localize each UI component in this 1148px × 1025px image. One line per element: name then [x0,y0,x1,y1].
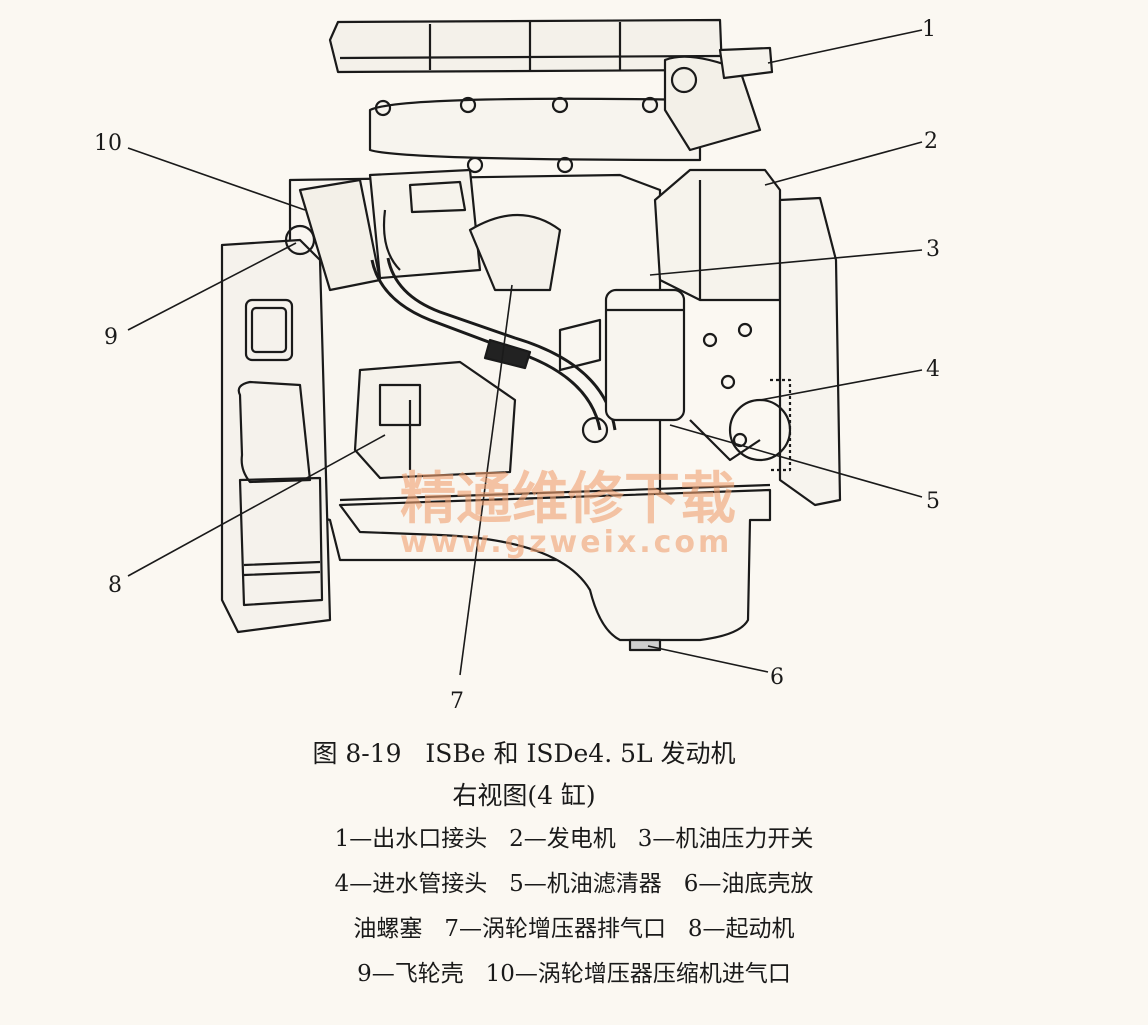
engine-drawing [220,18,842,652]
leader-line-9 [127,242,297,331]
callout-5: 5 [926,489,940,514]
leader-line-7 [459,284,513,676]
watermark: 精通维修下载 www.gzweix.com [400,467,736,560]
leader-line-5 [669,424,923,498]
callout-6: 6 [770,665,784,690]
legend: 1—出水口接头 2—发电机 3—机油压力开关 4—进水管接头 5—机油滤清器 6… [0,817,1148,997]
leader-line-6 [647,645,769,673]
callout-10: 10 [94,131,122,156]
leader-line-8 [127,434,386,577]
legend-line-3: 油螺塞 7—涡轮增压器排气口 8—起动机 [353,916,795,942]
callouts: 1 2 3 4 5 6 7 8 9 10 [94,17,940,714]
caption-title-line-2: 右视图(4 缸) [452,781,596,810]
callout-3: 3 [926,237,940,262]
legend-line-1: 1—出水口接头 2—发电机 3—机油压力开关 [334,826,814,852]
leader-line-3 [649,249,923,276]
figure-caption: 图 8-19 ISBe 和 ISDe4. 5L 发动机 右视图(4 缸) 1—出… [0,733,1148,997]
watermark-url: www.gzweix.com [400,525,732,560]
legend-line-4: 9—飞轮壳 10—涡轮增压器压缩机进气口 [357,961,791,987]
leader-line-1 [767,29,923,64]
leader-line-10 [127,147,306,211]
callout-2: 2 [924,129,938,154]
callout-8: 8 [108,573,122,598]
leader-line-4 [759,369,923,401]
caption-title-line-1: 图 8-19 ISBe 和 ISDe4. 5L 发动机 [312,739,736,768]
engine-figure: 1 2 3 4 5 6 7 8 9 10 精通维修下载 www.gzweix.c… [94,17,940,714]
callout-4: 4 [926,357,940,382]
legend-line-2: 4—进水管接头 5—机油滤清器 6—油底壳放 [334,871,814,897]
callout-7: 7 [450,689,464,714]
leader-lines [127,29,923,676]
watermark-chinese: 精通维修下载 [400,467,736,532]
callout-1: 1 [922,17,936,42]
callout-9: 9 [104,325,118,350]
leader-line-2 [764,141,923,186]
